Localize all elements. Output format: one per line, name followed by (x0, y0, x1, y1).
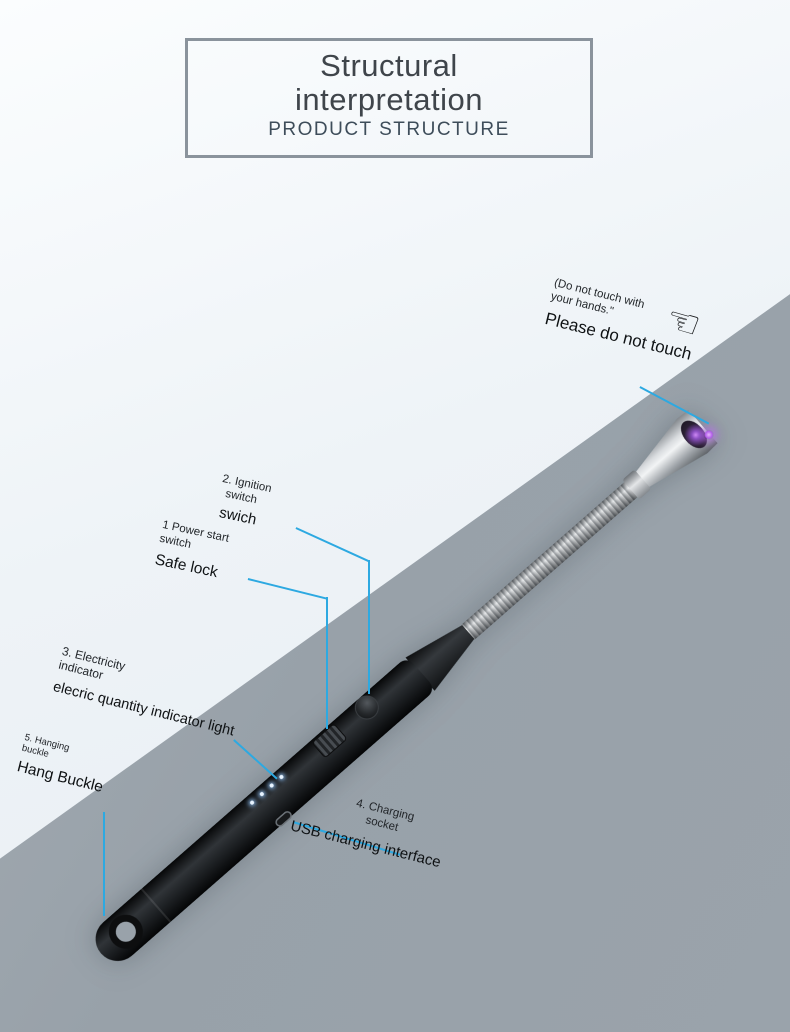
handle-seam (140, 888, 172, 923)
leader-line-safelock-drop (326, 597, 328, 729)
battery-led-indicator (249, 799, 255, 806)
battery-led-indicator (259, 791, 265, 797)
label-warning: (Do not touch with your hands." Please d… (543, 276, 702, 365)
title-box: Structural interpretation PRODUCT STRUCT… (185, 38, 593, 158)
battery-led-indicator (278, 774, 285, 780)
label-electricity-indicator: 3. Electricity indicator elecric quantit… (51, 644, 244, 739)
leader-line-ignition-drop (368, 560, 370, 694)
battery-led-indicator (268, 782, 275, 789)
label-ignition-switch: 2. Ignition switch swich (214, 472, 273, 530)
label-power-start-switch: 1 Power start switch Safe lock (153, 518, 230, 583)
leader-line-safelock-elbow (247, 578, 327, 600)
page-subtitle: PRODUCT STRUCTURE (268, 119, 510, 140)
page-title-line2: interpretation (295, 82, 483, 117)
leader-line-hang-buckle (103, 812, 105, 916)
page-title-line1: Structural (320, 48, 458, 83)
leader-line-ignition-elbow (295, 527, 370, 562)
label-hanging-buckle: 5. Hanging buckle Hang Buckle (15, 732, 111, 797)
